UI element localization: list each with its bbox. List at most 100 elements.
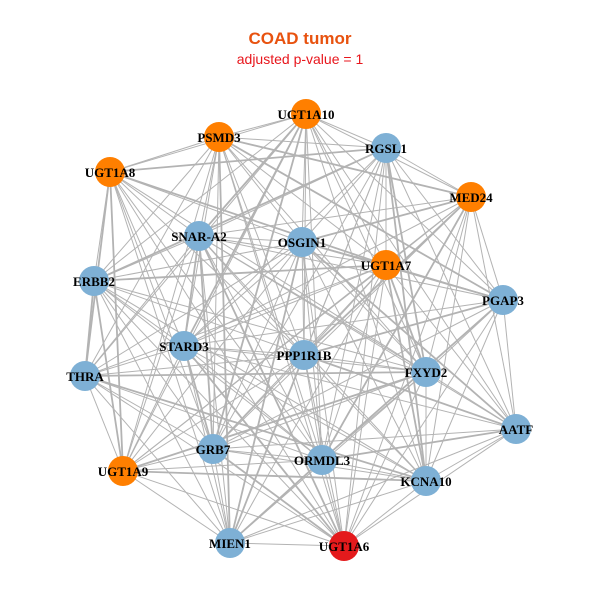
edge-erbb2-grb7 (93, 280, 214, 450)
node-circle[interactable] (411, 357, 441, 387)
node-stard3[interactable]: STARD3 (159, 331, 209, 361)
edge-aatf-kcna10 (425, 428, 517, 482)
edge-osgin1-aatf (301, 241, 517, 430)
node-circle[interactable] (411, 466, 441, 496)
node-circle[interactable] (70, 361, 100, 391)
edge-snar-a2-pgap3 (198, 235, 504, 301)
figure-subtitle: adjusted p-value = 1 (236, 51, 364, 67)
node-osgin1[interactable]: OSGIN1 (278, 227, 326, 257)
node-fxyd2[interactable]: FXYD2 (405, 357, 448, 387)
edge-rgsl1-ormdl3 (321, 147, 387, 461)
node-circle[interactable] (289, 340, 319, 370)
node-grb7[interactable]: GRB7 (196, 434, 231, 464)
edge-psmd3-ugt1a8 (109, 136, 220, 173)
edge-grb7-mien1 (212, 448, 231, 544)
node-erbb2[interactable]: ERBB2 (73, 266, 115, 296)
edge-pgap3-stard3 (183, 299, 504, 347)
node-thra[interactable]: THRA (66, 361, 104, 391)
edge-ppp1r1b-aatf (303, 354, 517, 430)
node-ugt1a8[interactable]: UGT1A8 (85, 157, 136, 187)
node-circle[interactable] (108, 456, 138, 486)
node-med24[interactable]: MED24 (449, 182, 493, 212)
node-circle[interactable] (371, 133, 401, 163)
edge-rgsl1-kcna10 (385, 147, 427, 482)
edge-osgin1-erbb2 (93, 241, 303, 282)
edge-ugt1a9-kcna10 (122, 470, 427, 482)
edge-ugt1a8-grb7 (109, 171, 214, 450)
edge-ormdl3-kcna10 (321, 459, 427, 482)
node-circle[interactable] (307, 445, 337, 475)
edge-osgin1-stard3 (183, 241, 303, 347)
node-circle[interactable] (291, 99, 321, 129)
edge-rgsl1-med24 (385, 147, 472, 198)
node-ugt1a9[interactable]: UGT1A9 (98, 456, 149, 486)
edge-osgin1-thra (84, 241, 303, 377)
node-ugt1a6[interactable]: UGT1A6 (319, 531, 370, 561)
node-label: UGT1A7 (361, 258, 412, 273)
node-circle[interactable] (79, 266, 109, 296)
node-circle[interactable] (329, 531, 359, 561)
node-circle[interactable] (215, 528, 245, 558)
edge-grb7-ormdl3 (212, 448, 323, 461)
edge-ugt1a7-ugt1a9 (122, 264, 387, 472)
edge-mien1-ugt1a6 (229, 542, 345, 547)
node-circle[interactable] (169, 331, 199, 361)
edge-rgsl1-osgin1 (301, 147, 387, 243)
node-circle[interactable] (204, 122, 234, 152)
node-ormdl3[interactable]: ORMDL3 (294, 445, 351, 475)
edge-ppp1r1b-thra (84, 354, 305, 377)
edge-snar-a2-thra (84, 235, 200, 377)
edge-ugt1a10-ugt1a9 (122, 113, 307, 472)
node-label: UGT1A9 (98, 464, 149, 479)
node-label: UGT1A8 (85, 165, 136, 180)
edge-med24-ormdl3 (321, 196, 472, 461)
node-mien1[interactable]: MIEN1 (209, 528, 251, 558)
node-aatf[interactable]: AATF (499, 414, 533, 444)
edge-pgap3-aatf (502, 299, 517, 430)
node-pgap3[interactable]: PGAP3 (482, 285, 524, 315)
node-label: UGT1A6 (319, 539, 370, 554)
edge-psmd3-ormdl3 (218, 136, 323, 461)
node-label: UGT1A10 (277, 107, 334, 122)
node-ppp1r1b[interactable]: PPP1R1B (277, 340, 332, 370)
edge-aatf-grb7 (212, 428, 517, 450)
node-circle[interactable] (371, 250, 401, 280)
edge-ugt1a7-thra (84, 264, 387, 377)
edge-psmd3-grb7 (212, 136, 220, 450)
node-kcna10[interactable]: KCNA10 (400, 466, 452, 496)
node-label: PPP1R1B (277, 348, 332, 363)
edge-psmd3-osgin1 (218, 136, 303, 243)
edge-ugt1a10-grb7 (212, 113, 307, 450)
edge-snar-a2-mien1 (198, 235, 231, 544)
edge-ugt1a9-ugt1a6 (122, 470, 345, 547)
node-circle[interactable] (198, 434, 228, 464)
node-circle[interactable] (184, 221, 214, 251)
edge-erbb2-ugt1a6 (93, 280, 345, 547)
edge-fxyd2-ugt1a6 (343, 371, 427, 547)
node-circle[interactable] (488, 285, 518, 315)
node-circle[interactable] (456, 182, 486, 212)
node-ugt1a10[interactable]: UGT1A10 (277, 99, 335, 129)
node-label: ERBB2 (73, 274, 115, 289)
edge-ugt1a7-mien1 (229, 264, 387, 544)
edge-grb7-ugt1a9 (122, 448, 214, 472)
node-circle[interactable] (287, 227, 317, 257)
edge-stard3-thra (84, 345, 185, 377)
edge-kcna10-mien1 (229, 480, 427, 544)
edge-fxyd2-grb7 (212, 371, 427, 450)
node-psmd3[interactable]: PSMD3 (197, 122, 241, 152)
edge-stard3-aatf (183, 345, 517, 430)
edge-psmd3-ugt1a7 (218, 136, 387, 266)
edge-ppp1r1b-kcna10 (303, 354, 427, 482)
node-rgsl1[interactable]: RGSL1 (365, 133, 407, 163)
edge-ugt1a7-pgap3 (385, 264, 504, 301)
node-snar-a2[interactable]: SNAR-A2 (171, 221, 227, 251)
node-ugt1a7[interactable]: UGT1A7 (361, 250, 412, 280)
node-circle[interactable] (501, 414, 531, 444)
edge-ppp1r1b-fxyd2 (303, 354, 427, 373)
node-label: OSGIN1 (278, 235, 326, 250)
edge-ugt1a8-ugt1a6 (109, 171, 345, 547)
edge-med24-aatf (470, 196, 517, 430)
node-circle[interactable] (95, 157, 125, 187)
